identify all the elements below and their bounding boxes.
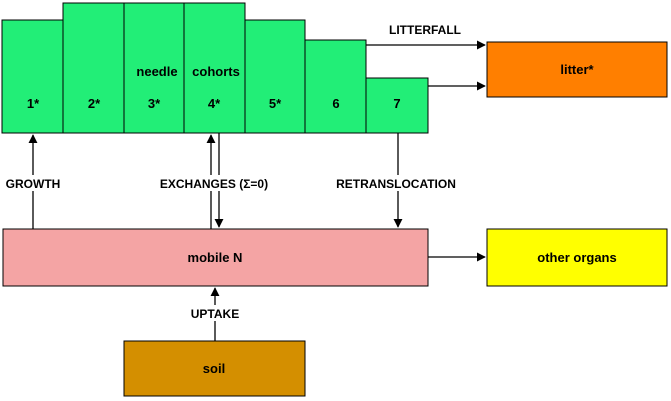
cohort-label-1: 1* [27,96,40,111]
cohort-label-5: 5* [269,96,282,111]
litterfall-label: LITTERFALL [389,23,461,37]
exchanges-label: EXCHANGES (Σ=0) [160,177,268,191]
cohort-label-4: 4* [208,96,221,111]
uptake-label: UPTAKE [191,307,239,321]
mobile-n-label: mobile N [188,250,243,265]
soil-label: soil [203,361,225,376]
cohort-label-3: 3* [148,96,161,111]
mobile-n-box: mobile N [2,228,429,287]
soil-box: soil [123,340,306,397]
litter-label: litter* [560,62,594,77]
cohort-label-2: 2* [88,96,101,111]
cohort-title-needle: needle [136,64,177,79]
cohort-title-cohorts: cohorts [192,64,240,79]
growth-label: GROWTH [6,177,61,191]
other-organs-box: other organs [486,228,668,287]
cohort-label-6: 6 [332,96,339,111]
needle-cohorts-block: needle cohorts 1* 2* 3* 4* 5* 6 7 [1,2,429,134]
litter-box: litter* [486,41,668,98]
cohort-label-7: 7 [393,96,400,111]
other-organs-label: other organs [537,250,616,265]
retranslocation-label: RETRANSLOCATION [336,177,456,191]
